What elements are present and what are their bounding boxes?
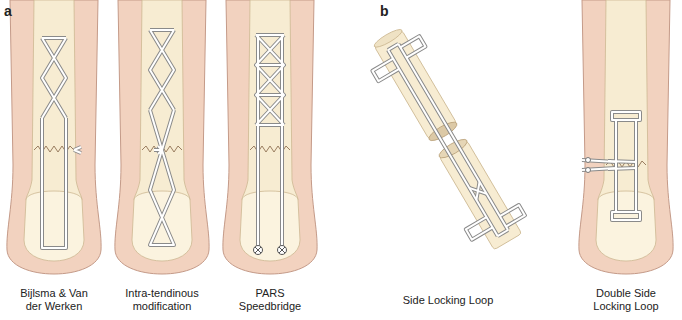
technique-label: Side Locking Loop	[378, 294, 518, 307]
drawing-part	[596, 191, 656, 261]
drawing-part	[115, 0, 209, 274]
drawing-part	[582, 112, 640, 220]
leg-figure	[223, 0, 317, 274]
technique-label: Bijlsma & Van der Werken	[13, 287, 95, 313]
drawing-part	[150, 30, 174, 245]
drawing-part	[223, 0, 317, 274]
drawing-part	[240, 191, 300, 261]
drawing-part	[132, 191, 192, 261]
drawing-part	[24, 191, 84, 261]
leg-figure	[7, 0, 101, 274]
leg-figure	[115, 0, 209, 274]
drawing-part	[256, 35, 284, 246]
drawing-part	[367, 33, 527, 249]
technique-label: PARS Speedbridge	[230, 287, 310, 313]
drawing-part	[582, 112, 640, 220]
drawing-part	[7, 0, 101, 274]
drawing-part	[150, 30, 174, 245]
panel-letter: b	[380, 3, 400, 19]
panel-letter: a	[4, 3, 24, 19]
leg-figure	[579, 0, 673, 274]
technique-label: Double Side Locking Loop	[586, 287, 666, 313]
drawing-part	[42, 38, 81, 248]
drawing-part	[367, 33, 527, 249]
drawing-part	[579, 0, 673, 274]
technique-label: Intra-tendinous modification	[116, 287, 208, 313]
drawing-part	[255, 247, 285, 253]
drawing-part	[42, 38, 81, 248]
drawing-part	[256, 35, 284, 246]
drawing-part	[586, 158, 591, 163]
tendon-figure	[360, 21, 532, 257]
drawing-part	[242, 0, 298, 200]
drawing-part	[586, 168, 591, 173]
